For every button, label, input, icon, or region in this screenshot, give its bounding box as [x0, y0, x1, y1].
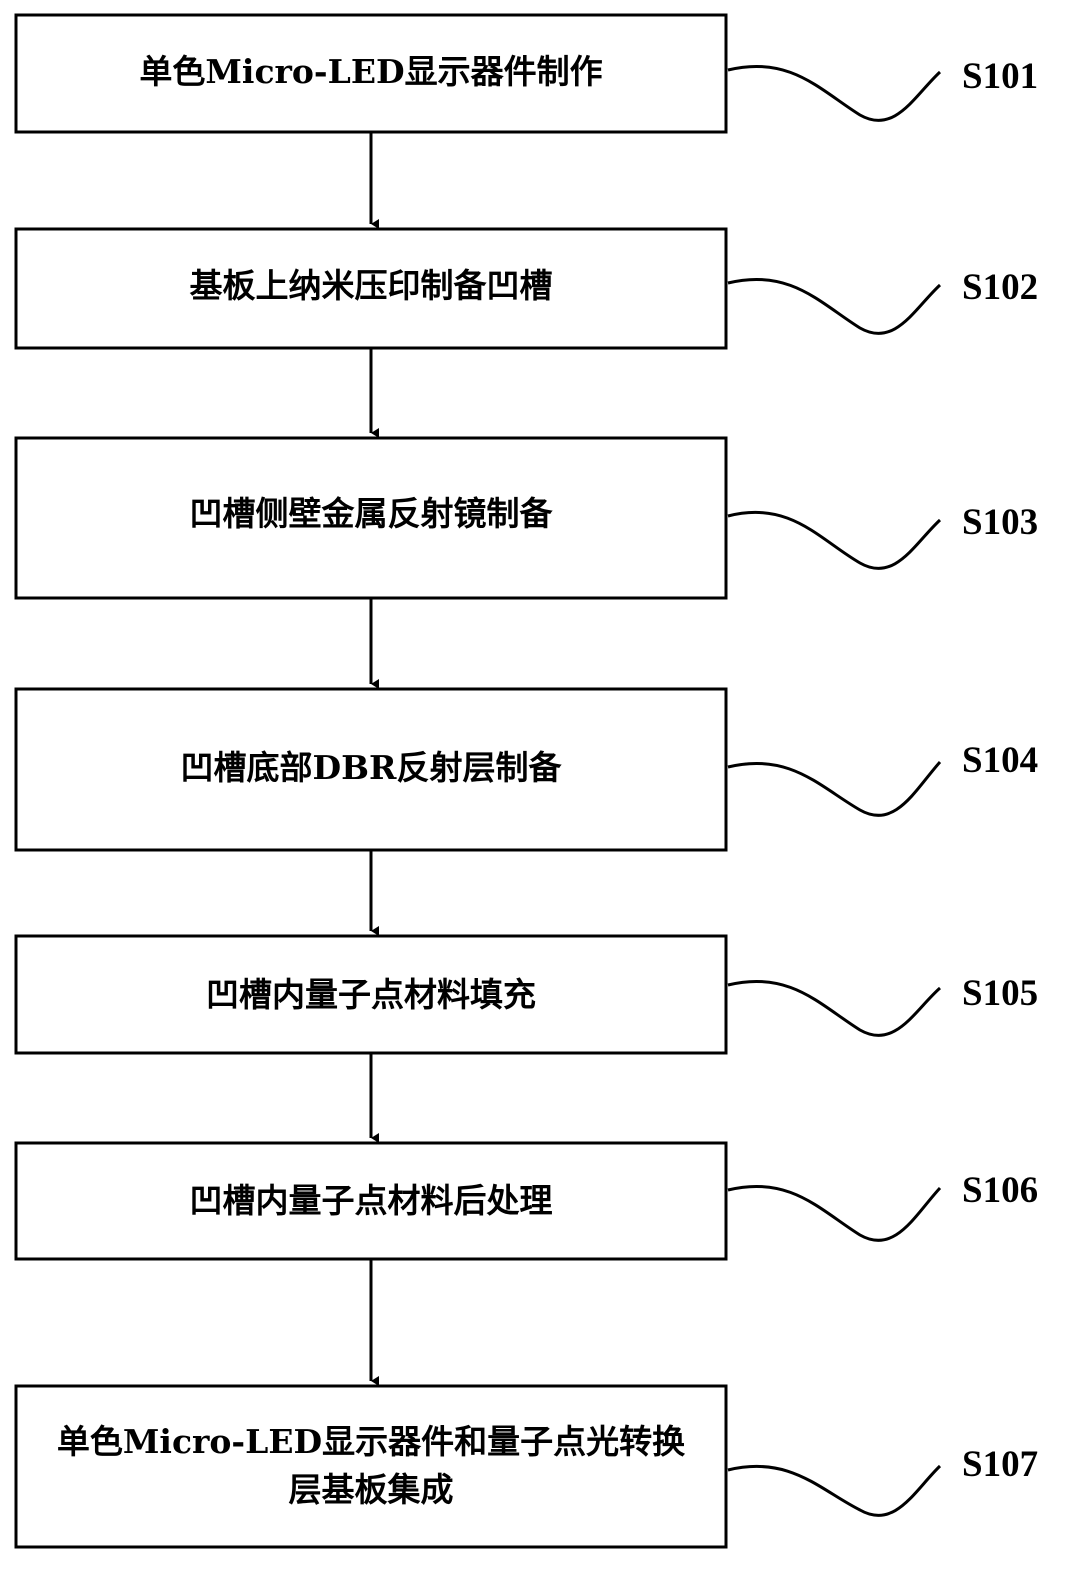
leader-line-s102	[728, 279, 940, 333]
step-label-s105: S105	[962, 973, 1038, 1014]
step-label-s101: S101	[962, 56, 1038, 97]
step-text-s104: 凹槽底部DBR反射层制备	[181, 748, 563, 787]
leader-line-s107	[728, 1466, 940, 1515]
step-label-s102: S102	[962, 267, 1038, 308]
step-s106: 凹槽内量子点材料后处理 S106	[16, 1143, 1038, 1259]
step-label-s106: S106	[962, 1170, 1038, 1211]
leader-line-s103	[728, 512, 940, 568]
step-s104: 凹槽底部DBR反射层制备 S104	[16, 689, 1038, 850]
step-text-s106: 凹槽内量子点材料后处理	[190, 1181, 553, 1220]
step-s107: 单色Micro-LED显示器件和量子点光转换 层基板集成 S107	[16, 1386, 1038, 1547]
step-text-s107-line2: 层基板集成	[289, 1470, 454, 1509]
step-text-s102: 基板上纳米压印制备凹槽	[190, 266, 553, 305]
leader-line-s105	[728, 981, 940, 1035]
step-label-s104: S104	[962, 740, 1038, 781]
step-s102: 基板上纳米压印制备凹槽 S102	[16, 229, 1038, 348]
step-text-s105: 凹槽内量子点材料填充	[206, 975, 536, 1014]
step-s101: 单色Micro-LED显示器件制作 S101	[16, 15, 1038, 132]
step-label-s103: S103	[962, 502, 1038, 543]
step-text-s103: 凹槽侧壁金属反射镜制备	[190, 494, 554, 533]
leader-line-s101	[728, 66, 940, 120]
step-text-s107: 单色Micro-LED显示器件和量子点光转换	[57, 1422, 685, 1461]
step-s105: 凹槽内量子点材料填充 S105	[16, 936, 1038, 1053]
leader-line-s104	[728, 762, 940, 815]
step-label-s107: S107	[962, 1444, 1038, 1485]
step-box-s107	[16, 1386, 726, 1547]
step-text-s101: 单色Micro-LED显示器件制作	[139, 52, 602, 91]
step-s103: 凹槽侧壁金属反射镜制备 S103	[16, 438, 1038, 598]
leader-line-s106	[728, 1186, 940, 1240]
